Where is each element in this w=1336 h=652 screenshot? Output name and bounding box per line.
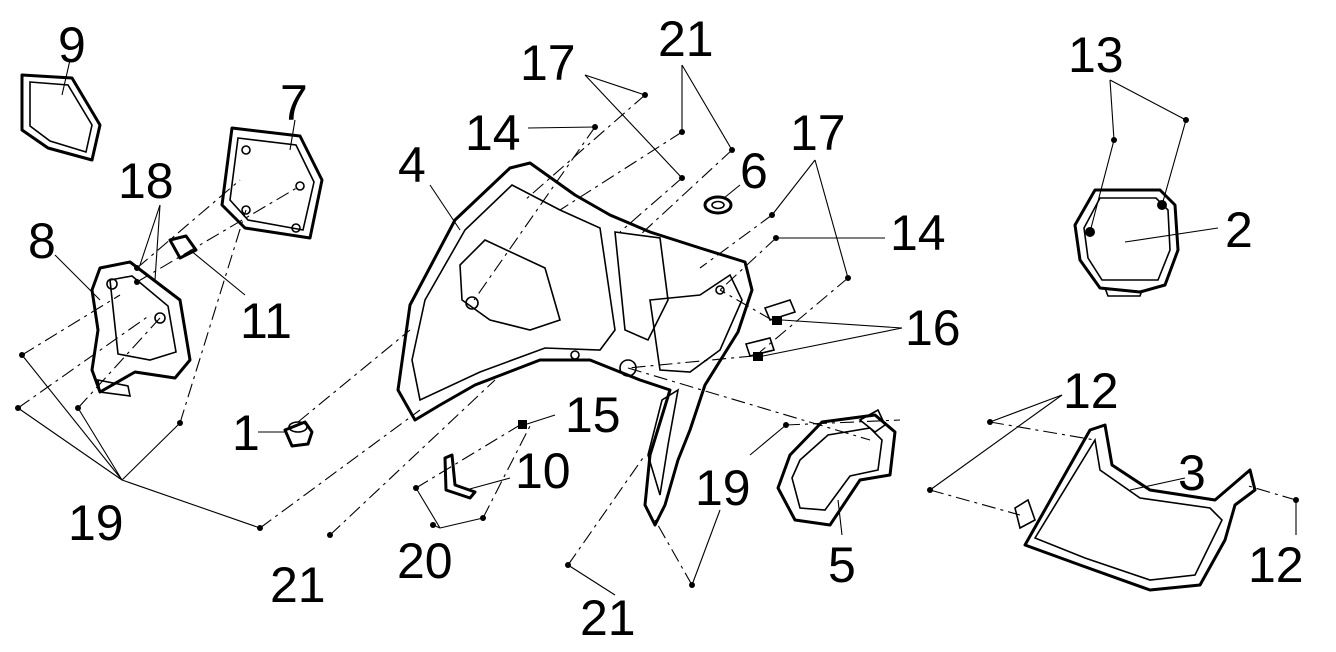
part-15-nut xyxy=(518,420,527,429)
part-3-floor-panel xyxy=(1014,423,1257,592)
callout-17: 17 xyxy=(520,35,576,91)
callout-4: 4 xyxy=(398,137,426,193)
callout-8: 8 xyxy=(28,213,56,269)
leader-lines xyxy=(17,59,1297,596)
part-9-wire-loop xyxy=(20,73,102,162)
callout-21: 21 xyxy=(580,590,636,646)
part-16-nuts xyxy=(744,299,797,361)
callout-21: 21 xyxy=(658,11,714,67)
part-4-front-cover xyxy=(396,161,754,527)
part-11-clip xyxy=(168,234,198,260)
part-5-storage-box xyxy=(776,408,897,527)
callout-12: 12 xyxy=(1063,363,1119,419)
callout-14: 14 xyxy=(465,105,521,161)
part-10-bracket-clip xyxy=(443,453,477,500)
callout-5: 5 xyxy=(828,537,856,593)
callout-16: 16 xyxy=(905,300,961,356)
fastener-dots xyxy=(15,92,1299,588)
part-8-bracket xyxy=(90,260,192,397)
callout-18: 18 xyxy=(118,153,174,209)
callout-10: 10 xyxy=(515,443,571,499)
assembly-lines xyxy=(17,94,1297,586)
callout-21: 21 xyxy=(270,557,326,613)
callout-12: 12 xyxy=(1248,537,1304,593)
callout-19: 19 xyxy=(68,495,124,551)
callout-20: 20 xyxy=(397,533,453,589)
callout-17: 17 xyxy=(790,105,846,161)
callout-6: 6 xyxy=(740,143,768,199)
callout-3: 3 xyxy=(1178,445,1206,501)
callout-9: 9 xyxy=(58,17,86,73)
callout-1: 1 xyxy=(232,405,260,461)
callout-7: 7 xyxy=(280,75,308,131)
part-6-grommet-ring xyxy=(703,195,733,215)
part-2-side-panel xyxy=(1073,188,1180,297)
callout-2: 2 xyxy=(1225,202,1253,258)
callout-14: 14 xyxy=(890,205,946,261)
callout-labels: 9 7 18 8 11 19 1 4 14 17 21 6 17 14 16 1… xyxy=(28,11,1304,646)
part-1-grommet xyxy=(283,420,314,448)
callout-13: 13 xyxy=(1068,27,1124,83)
part-7-bezel-frame xyxy=(220,126,324,240)
callout-15: 15 xyxy=(565,387,621,443)
callout-11: 11 xyxy=(240,293,292,349)
callout-19: 19 xyxy=(695,460,751,516)
